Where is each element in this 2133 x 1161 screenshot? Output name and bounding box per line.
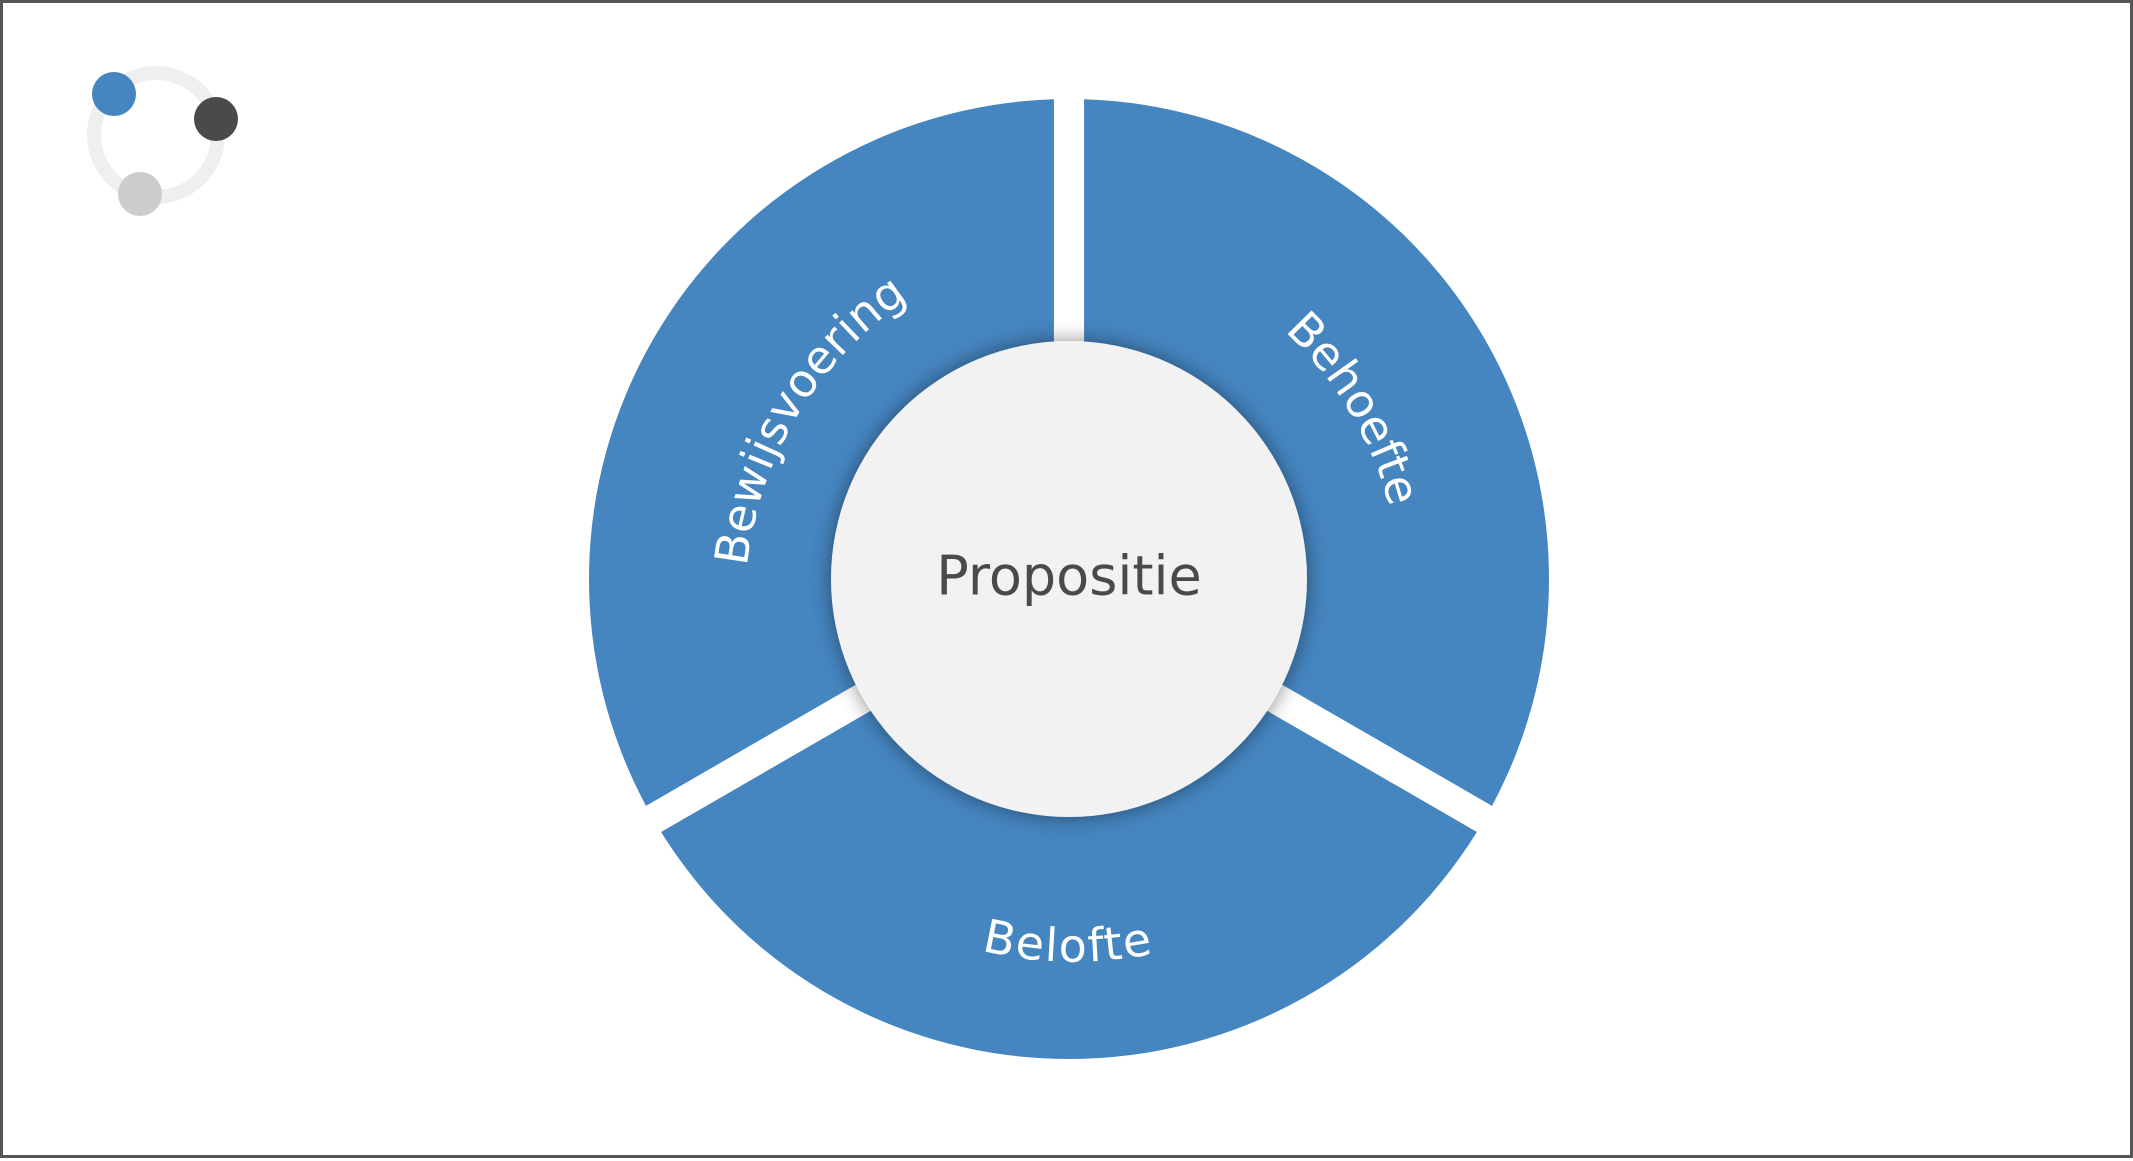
logo-dot-light: [118, 172, 162, 216]
segment-behoefte: [1084, 99, 1550, 806]
cycle-diagram: Propositie Behoefte Bewijsvoering Beloft…: [87, 66, 1550, 1059]
logo-dot-blue: [92, 72, 136, 116]
logo-dot-dark: [194, 97, 238, 141]
center-label: Propositie: [936, 545, 1202, 608]
logo: [87, 66, 238, 216]
segment-belofte: [661, 706, 1477, 1059]
segment-bewijsvoering: [589, 99, 1054, 806]
center-circle: [831, 341, 1307, 817]
ring-segments: [589, 99, 1550, 1059]
